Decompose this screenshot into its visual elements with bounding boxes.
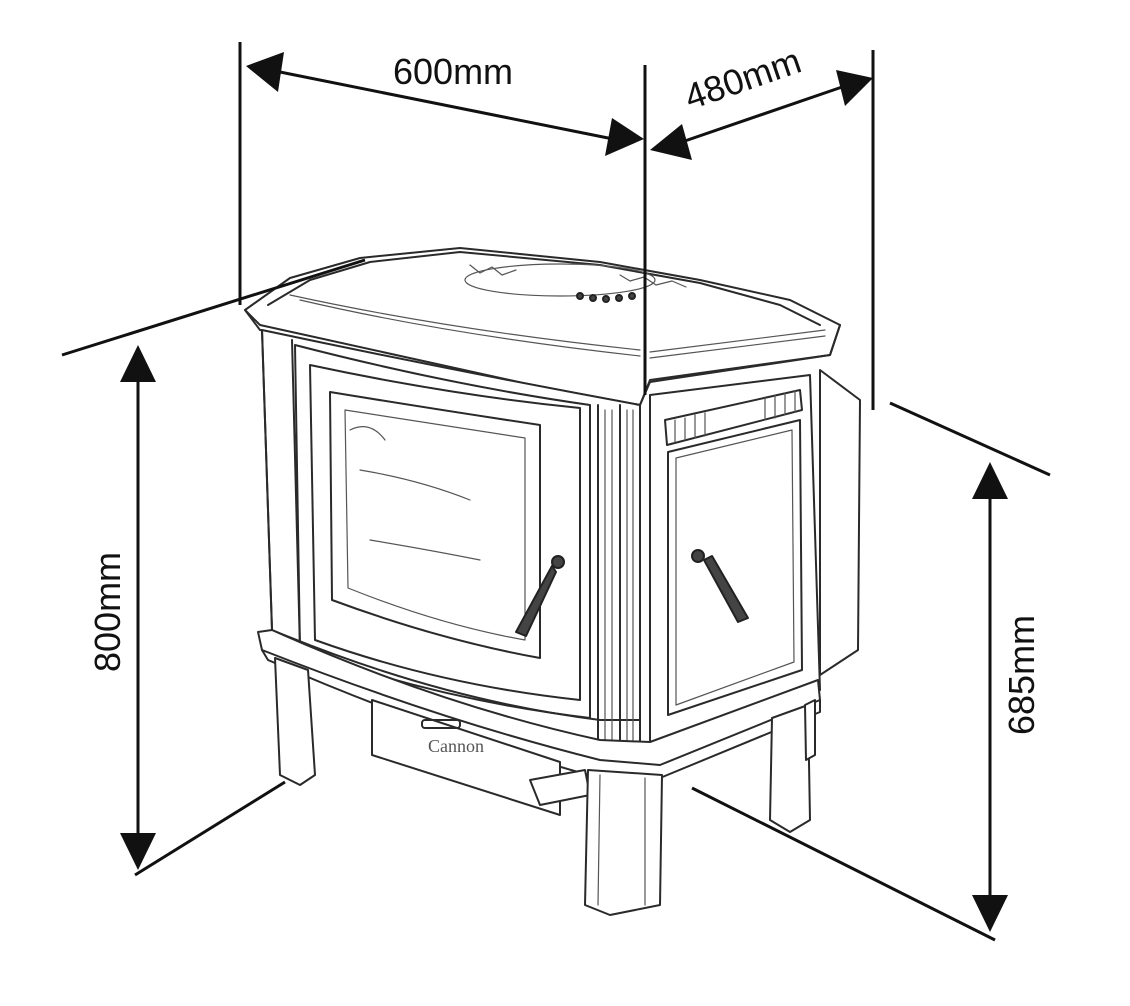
- dim-height-arrowhead-top: [120, 345, 156, 382]
- ext-line-bottom-left: [134, 780, 286, 877]
- dim-side-height-label: 685mm: [1001, 615, 1042, 735]
- stove-side-grille: [664, 389, 803, 446]
- dim-depth-arrowhead-right: [836, 70, 873, 106]
- stove-top-ornament: [464, 263, 687, 303]
- stove-leg-back-right: [769, 704, 811, 833]
- dim-side-height-arrowhead-top: [972, 462, 1008, 499]
- stove-top-ridges: [289, 294, 826, 359]
- stove-leg-front-right: [584, 769, 663, 916]
- stove-rear-box: [819, 369, 861, 676]
- ext-line-bottom-right: [691, 786, 996, 942]
- dim-side-height-arrowhead-bottom: [972, 895, 1008, 932]
- dim-width: [246, 52, 644, 156]
- stove-illustration: Cannon: [244, 247, 861, 916]
- dim-height-label: 800mm: [87, 552, 128, 672]
- extension-lines: [61, 42, 1051, 942]
- dim-width-label: 600mm: [393, 51, 513, 92]
- stove-pillar-flutes: [604, 409, 634, 757]
- stove-right-pillar: [597, 404, 641, 761]
- front-door-handle: [515, 555, 565, 637]
- dim-depth-arrowhead-left: [650, 124, 692, 160]
- dim-depth: [650, 70, 873, 160]
- dim-width-arrowhead-right: [605, 118, 644, 156]
- stove-brand-text: Cannon: [428, 736, 484, 756]
- stove-leg-front-left: [274, 657, 316, 786]
- stove-top-inner: [267, 251, 821, 326]
- stove-glass-reflection: [349, 426, 481, 561]
- stove-side-grille-lines: [674, 390, 796, 443]
- stove-base-plinth: [257, 629, 821, 766]
- stove-glass-window: [329, 391, 541, 659]
- stove-leg-back-left-hint: [804, 699, 816, 761]
- stove-ash-drawer: Cannon: [371, 699, 591, 816]
- dim-depth-line: [675, 84, 846, 146]
- side-door-handle: [691, 549, 749, 623]
- dim-side-height: [972, 462, 1008, 932]
- stove-leg-front-right-flutes: [597, 774, 646, 906]
- stove-glass-inner: [344, 409, 526, 641]
- stove-side-door: [667, 419, 803, 716]
- ext-line-right-upper: [889, 401, 1051, 477]
- dim-width-arrowhead-left: [246, 52, 284, 92]
- stove-side-door-inner: [675, 429, 795, 706]
- dim-height-arrowhead-bottom: [120, 833, 156, 870]
- dim-height: [120, 345, 156, 870]
- stove-door: [309, 364, 581, 701]
- ext-line-top-left: [61, 258, 366, 357]
- dim-width-line: [269, 68, 619, 142]
